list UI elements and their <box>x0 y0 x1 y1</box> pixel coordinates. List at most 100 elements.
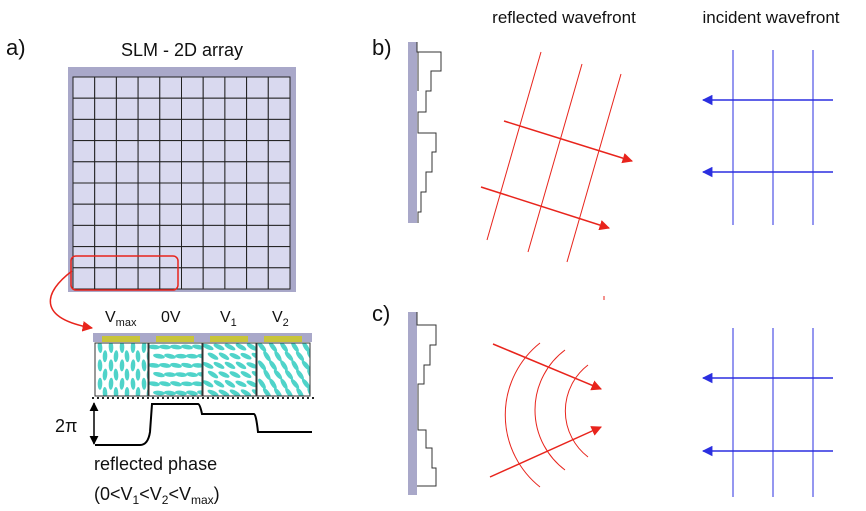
reflected-arrow-b1 <box>503 120 634 164</box>
slm-pixel <box>94 161 117 184</box>
lc-molecule <box>108 343 114 353</box>
lc-molecule <box>130 377 136 390</box>
slm-pixel <box>246 97 269 120</box>
lc-molecule <box>124 350 130 363</box>
slm-pixel <box>202 224 226 248</box>
slm-pixel <box>246 246 269 269</box>
lc-molecule <box>124 368 130 381</box>
liquid-crystal-cells <box>95 343 310 396</box>
slm-pixel <box>224 224 248 248</box>
slm-pixel <box>72 246 96 269</box>
slm-pixel <box>202 246 226 269</box>
slm-pixel <box>224 161 248 184</box>
lc-molecule <box>302 343 310 353</box>
lc-molecule <box>274 350 282 362</box>
slm-pixel <box>181 97 204 120</box>
lc-molecule <box>175 390 187 396</box>
lc-molecule <box>141 377 147 390</box>
lc-molecule <box>229 353 241 360</box>
lc-molecule <box>159 362 171 368</box>
cell-borders <box>94 342 311 397</box>
header-incident: incident wavefront <box>702 8 839 27</box>
pixel-profile-c <box>416 312 437 487</box>
lc-molecule <box>197 390 202 396</box>
lc-molecule <box>295 351 305 362</box>
slm-pixel <box>72 97 96 120</box>
slm-pixel <box>246 182 269 205</box>
slm-pixel <box>159 203 183 226</box>
slm-pixel <box>202 182 226 205</box>
lc-molecules-3 <box>203 343 256 396</box>
lc-molecule <box>119 377 125 390</box>
slm-pixel <box>202 140 226 163</box>
lc-molecule <box>175 353 187 359</box>
lc-molecule <box>251 352 256 360</box>
slm-pixel <box>246 267 269 290</box>
lc-molecule <box>307 351 310 362</box>
lc-molecules-2 <box>149 344 202 396</box>
lc-molecule <box>119 359 125 372</box>
slm-pixel <box>202 267 226 290</box>
lc-molecule <box>218 352 230 360</box>
panel-c-label: c) <box>372 301 390 326</box>
slm-pixel <box>115 118 139 142</box>
lc-molecule <box>291 360 299 371</box>
lc-molecule <box>246 362 256 369</box>
slm-pixel <box>202 97 226 120</box>
lc-molecule <box>246 343 256 351</box>
slm-pixel <box>94 182 117 205</box>
reflected-spherical-wavefronts <box>504 296 605 488</box>
slm-pixel <box>224 246 248 269</box>
lc-molecule <box>280 378 288 390</box>
lc-molecule <box>284 351 294 362</box>
slm-pixel <box>224 203 248 226</box>
reflected-arrow-c1 <box>492 343 602 391</box>
reflected-arrow-c2 <box>489 426 602 478</box>
slm-pixel <box>159 97 183 120</box>
lc-molecule <box>268 343 278 352</box>
lc-molecule <box>159 344 171 350</box>
reflected-plane-wavefronts <box>486 51 622 263</box>
lc-molecule <box>153 390 165 396</box>
lc-molecule <box>291 343 299 353</box>
slm-pixel <box>181 246 204 269</box>
slm-pixel <box>137 224 161 248</box>
slm-pixel <box>181 267 204 290</box>
slm-pixel <box>181 161 204 184</box>
lc-molecule <box>170 362 182 368</box>
slm-pixel <box>267 97 291 120</box>
lc-molecule <box>192 381 202 387</box>
lc-molecule <box>186 372 198 378</box>
slm-pixel <box>181 203 204 226</box>
lc-molecule <box>224 380 236 388</box>
highlight-box <box>70 255 179 291</box>
lc-molecule <box>280 360 288 371</box>
lc-molecule <box>149 381 160 387</box>
lc-molecule <box>135 350 141 363</box>
lc-molecule <box>135 368 141 381</box>
lc-molecule <box>186 390 198 396</box>
slm-pixel <box>94 97 117 120</box>
voltage-label-0v: 0V <box>161 309 181 326</box>
pixel-profile-b <box>416 42 442 223</box>
slm-pixel <box>202 161 226 184</box>
panel-b-label: b) <box>372 35 392 60</box>
lc-molecule <box>181 362 193 368</box>
slm-pixel <box>137 97 161 120</box>
slm-pixel <box>94 140 117 163</box>
lc-molecule <box>262 388 272 396</box>
header-reflected: reflected wavefront <box>492 8 636 27</box>
lc-molecule <box>130 343 136 353</box>
lc-molecule <box>290 378 300 389</box>
lc-molecule <box>218 371 230 378</box>
two-pi-label: 2π <box>55 416 77 436</box>
lc-molecule <box>113 350 119 363</box>
slm-pixel <box>267 267 291 290</box>
lc-molecule <box>153 371 165 378</box>
slm-pixel <box>159 76 183 99</box>
lc-molecule <box>108 377 114 390</box>
slm-pixel <box>181 140 204 163</box>
slm-pixel <box>267 118 291 142</box>
slm-pixel <box>72 203 96 226</box>
